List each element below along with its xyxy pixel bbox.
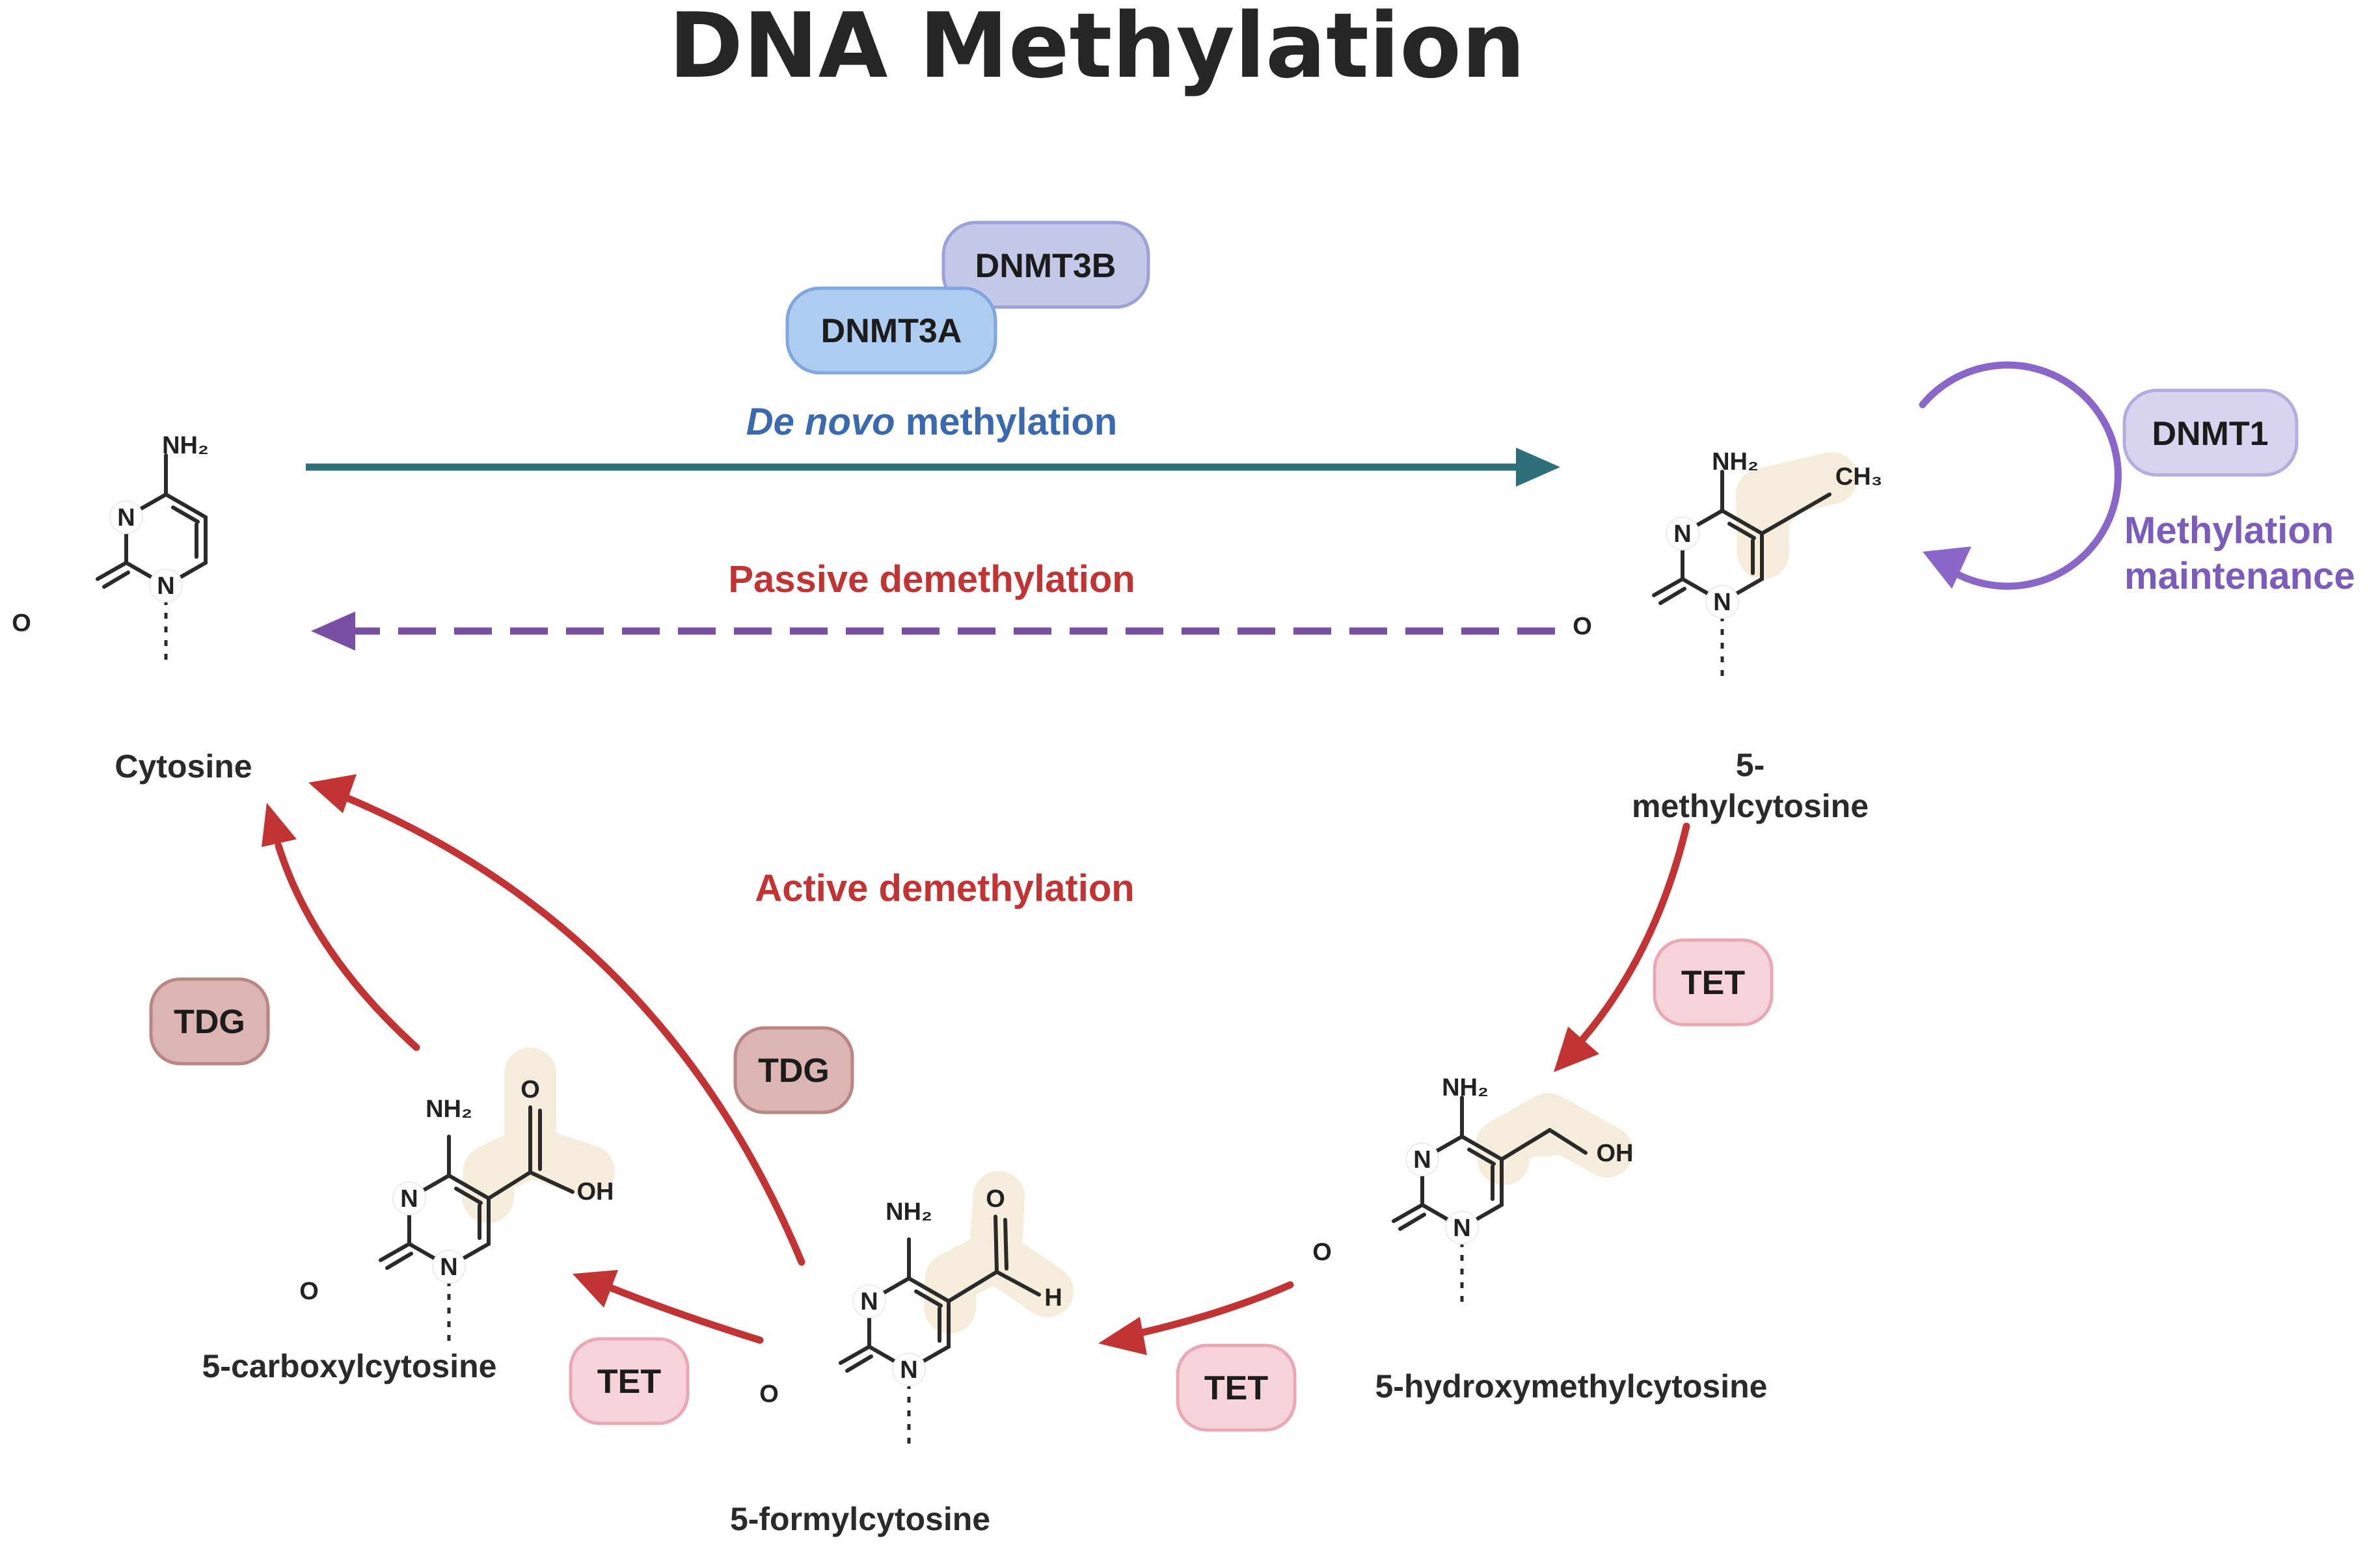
cytosine-label: Cytosine	[115, 748, 252, 785]
svg-text:NH₂: NH₂	[1712, 448, 1759, 476]
svg-text:TET: TET	[1204, 1369, 1268, 1407]
svg-text:N: N	[1453, 1215, 1470, 1242]
arrow-5hmc-to-5fc	[1133, 1281, 1294, 1338]
dnmt3a-badge: DNMT3A	[785, 286, 997, 375]
svg-text:O: O	[12, 610, 31, 637]
svg-text:N: N	[900, 1356, 917, 1384]
hydroxymethyl-highlight	[1476, 1093, 1633, 1185]
de-novo-arrowhead	[1516, 448, 1560, 487]
tdg-badge-5cac: TDG	[149, 977, 270, 1066]
hydroxymethylcytosine-structure: NH₂ N N O OH	[1312, 1074, 1634, 1306]
svg-text:O: O	[1573, 613, 1592, 640]
passive-arrowhead	[311, 612, 355, 651]
tet-badge-5mc: TET	[1653, 938, 1774, 1027]
hydroxymethylcytosine-label: 5-hydroxymethylcytosine	[1375, 1368, 1768, 1405]
tet-badge-5hmc: TET	[1176, 1343, 1297, 1432]
svg-text:O: O	[986, 1185, 1005, 1213]
formylcytosine-label: 5-formylcytosine	[730, 1501, 990, 1537]
active-demethylation-label: Active demethylation	[755, 867, 1134, 909]
diagram-title: DNA Methylation	[669, 0, 1526, 98]
svg-text:NH₂: NH₂	[426, 1096, 472, 1123]
passive-demethylation-label: Passive demethylation	[728, 558, 1135, 600]
carboxylcytosine-label: 5-carboxylcytosine	[202, 1348, 497, 1384]
svg-text:N: N	[157, 572, 174, 600]
svg-text:DNMT3B: DNMT3B	[975, 247, 1116, 285]
svg-text:NH₂: NH₂	[886, 1198, 932, 1226]
svg-text:N: N	[1673, 520, 1691, 548]
tdg-badge-5fc: TDG	[733, 1026, 854, 1114]
arrow-5mc-to-5hmc	[1578, 822, 1690, 1044]
arrowhead-5cac-to-cytosine	[262, 803, 297, 847]
svg-text:O: O	[521, 1076, 540, 1103]
maintenance-arrowhead	[1923, 546, 1971, 589]
tet-badge-5fc: TET	[569, 1337, 690, 1425]
svg-text:TDG: TDG	[758, 1052, 830, 1090]
svg-text:H: H	[1044, 1284, 1062, 1312]
arrow-5cac-to-cytosine	[275, 842, 420, 1051]
de-novo-methylation-label: De novo methylation	[746, 401, 1117, 443]
methylcytosine-label-line2: methylcytosine	[1632, 788, 1869, 824]
svg-text:N: N	[117, 504, 135, 532]
svg-text:DNMT3A: DNMT3A	[821, 312, 962, 350]
cytosine-structure: NH₂ N N O	[12, 432, 209, 664]
methylcytosine-label-line1: 5-	[1736, 747, 1765, 783]
svg-text:TET: TET	[1681, 964, 1745, 1002]
arrowhead-5hmc-to-5fc	[1098, 1317, 1147, 1355]
svg-text:DNMT1: DNMT1	[2152, 415, 2268, 453]
arrow-5fc-to-cytosine	[341, 793, 805, 1266]
arrowhead-5fc-to-cytosine	[308, 774, 357, 813]
svg-text:CH₃: CH₃	[1835, 463, 1882, 491]
dnmt3b-badge: DNMT3B	[941, 221, 1150, 309]
svg-text:N: N	[1413, 1146, 1431, 1174]
svg-text:N: N	[440, 1254, 457, 1281]
svg-text:O: O	[299, 1278, 319, 1305]
svg-text:OH: OH	[577, 1178, 614, 1206]
methylcytosine-structure: NH₂ N N O CH₃	[1573, 448, 1882, 680]
formylcytosine-structure: NH₂ N N O O H	[759, 1185, 1062, 1448]
maintenance-label-line2: maintenance	[2124, 555, 2355, 597]
svg-text:N: N	[400, 1185, 418, 1213]
svg-text:TDG: TDG	[174, 1003, 245, 1041]
svg-text:NH₂: NH₂	[1442, 1074, 1489, 1101]
svg-text:NH₂: NH₂	[162, 432, 209, 459]
svg-text:O: O	[1312, 1239, 1332, 1266]
svg-text:OH: OH	[1597, 1140, 1634, 1167]
arrowhead-5fc-to-5cac	[573, 1270, 618, 1308]
svg-text:N: N	[1713, 589, 1731, 616]
maintenance-arrow	[1919, 361, 2122, 590]
maintenance-label-line1: Methylation	[2124, 509, 2334, 552]
arrowhead-5mc-to-5hmc	[1554, 1027, 1599, 1072]
svg-text:N: N	[860, 1288, 878, 1315]
arrow-5fc-to-5cac	[608, 1284, 764, 1344]
dnmt1-badge: DNMT1	[2122, 388, 2299, 477]
svg-text:O: O	[759, 1381, 779, 1408]
carboxylcytosine-structure: NH₂ N N O O OH	[299, 1076, 614, 1345]
svg-text:TET: TET	[597, 1363, 661, 1401]
